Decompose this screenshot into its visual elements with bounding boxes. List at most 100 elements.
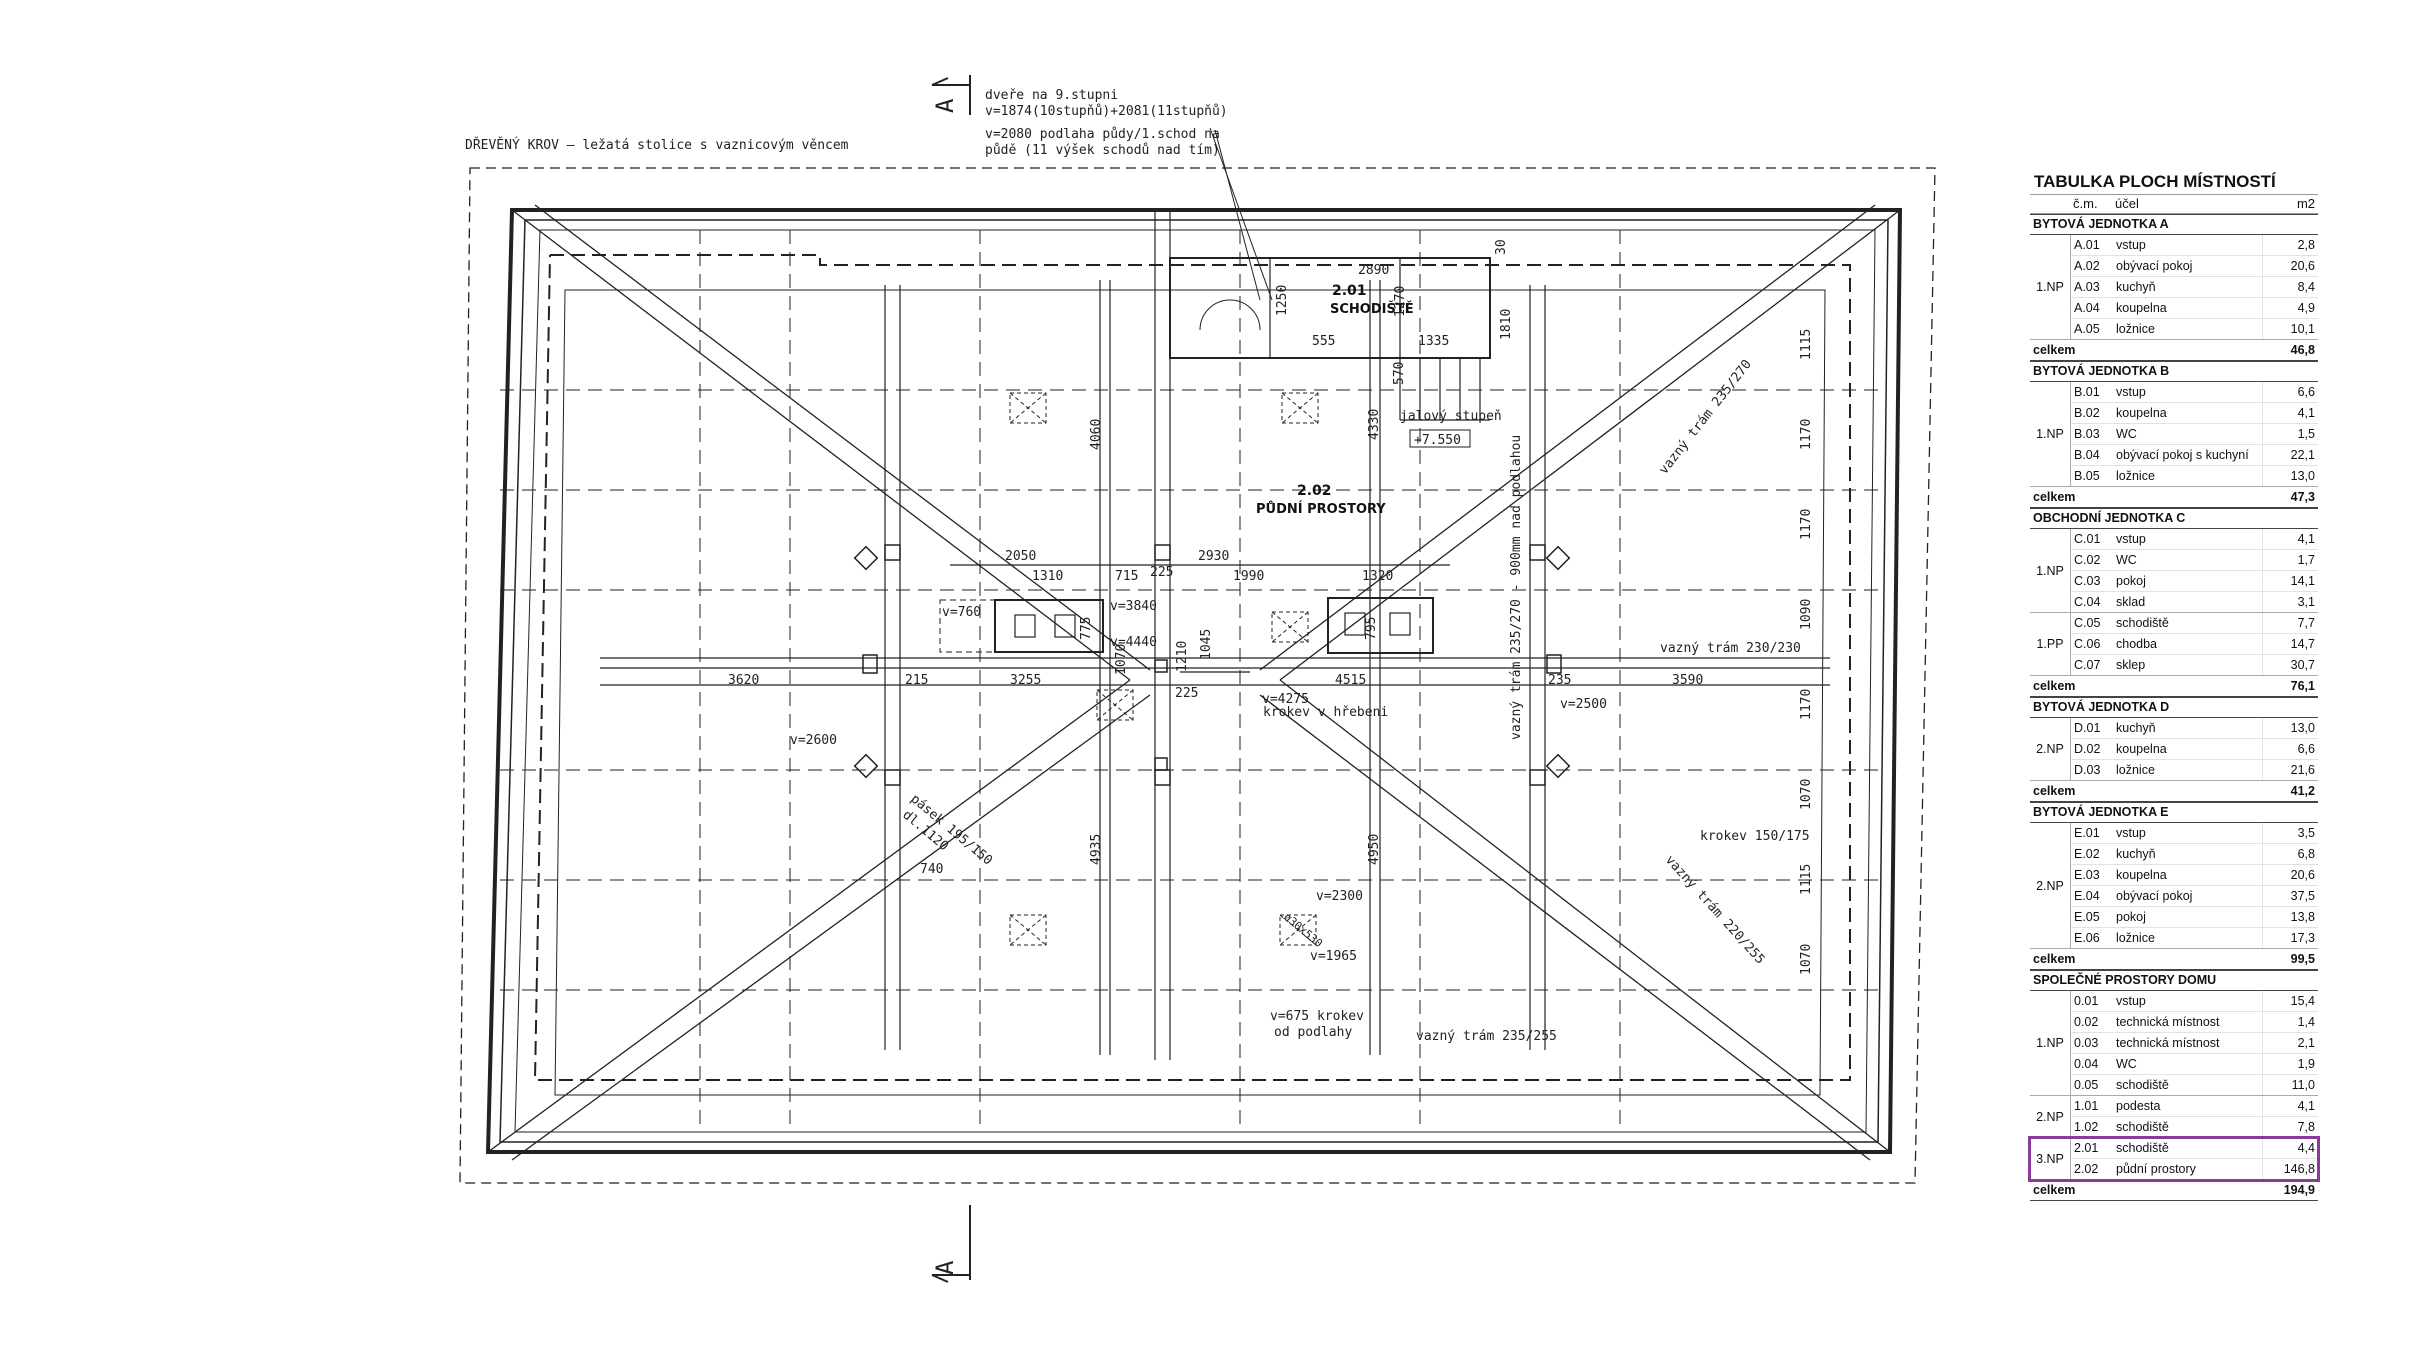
stair-note-2: v=1874(10stupňů)+2081(11stupňů) [985,104,1228,119]
svg-text:1070: 1070 [1799,944,1814,975]
room-area-cell: 14,7 [2262,634,2318,654]
header-purpose: účel [2115,196,2139,211]
room-purpose-cell: obývací pokoj [2116,259,2193,273]
room-purpose-cell: WC [2116,553,2137,567]
section-marker-bottom: A [931,1260,959,1275]
svg-text:1170: 1170 [1799,419,1814,450]
section-marker-top: A [931,98,959,113]
svg-text:1210: 1210 [1175,641,1190,672]
total-value: 47,3 [2290,490,2315,504]
room-number-cell: B.01 [2074,385,2100,399]
total-value: 99,5 [2290,952,2315,966]
dim-stair-2890: 2890 [1358,263,1389,278]
table-section-title: BYTOVÁ JEDNOTKA B [2030,361,2318,382]
section-line-bottom [931,1205,971,1283]
room-area-table: TABULKA PLOCH MÍSTNOSTÍ č.m. účel m2 BYT… [2028,170,2320,1201]
svg-text:vazný trám 230/230: vazný trám 230/230 [1660,641,1801,656]
room-number-attic: 2.02 [1297,483,1332,499]
chimney-right [1327,597,1434,654]
table-section-title: BYTOVÁ JEDNOTKA A [2030,214,2318,235]
svg-text:1170: 1170 [1799,509,1814,540]
room-number-cell: E.02 [2074,847,2100,861]
room-area-cell: 17,3 [2262,928,2318,948]
room-area-cell: 4,1 [2262,403,2318,423]
room-purpose-cell: koupelna [2116,301,2167,315]
floor-label: 3.NP [2030,1138,2071,1179]
post-markers [853,544,1571,786]
total-value: 46,8 [2290,343,2315,357]
room-number-cell: A.05 [2074,322,2100,336]
room-number-stair: 2.01 [1332,283,1367,299]
room-number-cell: A.03 [2074,280,2100,294]
room-number-cell: B.04 [2074,448,2100,462]
roof-note: DŘEVĚNÝ KROV – ležatá stolice s vaznicov… [465,137,849,153]
room-purpose-cell: schodiště [2116,1120,2169,1134]
stair-note-1: dveře na 9.stupni [985,88,1118,103]
room-purpose-cell: vstup [2116,385,2146,399]
eaves-outline [459,167,1936,1184]
room-name-attic: PŮDNÍ PROSTORY [1256,501,1386,517]
svg-text:v=4275: v=4275 [1262,692,1309,707]
svg-text:v=3840: v=3840 [1110,599,1157,614]
room-purpose-cell: obývací pokoj [2116,889,2193,903]
room-purpose-cell: technická místnost [2116,1036,2220,1050]
table-section-title: BYTOVÁ JEDNOTKA D [2030,697,2318,718]
room-number-cell: 0.02 [2074,1015,2099,1029]
room-purpose-cell: koupelna [2116,742,2167,756]
room-purpose-cell: kuchyň [2116,721,2156,735]
room-purpose-cell: ložnice [2116,469,2155,483]
svg-text:2930: 2930 [1198,549,1229,564]
room-number-cell: E.04 [2074,889,2100,903]
table-section-title: OBCHODNÍ JEDNOTKA C [2030,508,2318,529]
svg-text:v=760: v=760 [942,605,981,620]
room-number-cell: 1.02 [2074,1120,2099,1134]
room-area-cell: 7,8 [2262,1117,2318,1137]
total-value: 76,1 [2290,679,2315,693]
svg-text:1170: 1170 [1799,689,1814,720]
dim-stair-30: 30 [1494,239,1509,255]
svg-text:1045: 1045 [1199,629,1214,660]
room-purpose-cell: kuchyň [2116,280,2156,294]
room-purpose-cell: schodiště [2116,1141,2169,1155]
svg-text:krokev v hřebeni: krokev v hřebeni [1263,705,1388,720]
room-number-cell: C.03 [2074,574,2101,588]
room-area-cell: 13,0 [2262,466,2318,486]
svg-text:1310: 1310 [1032,569,1063,584]
svg-text:2050: 2050 [1005,549,1036,564]
svg-text:1090: 1090 [1799,599,1814,630]
svg-text:715: 715 [1115,569,1138,584]
svg-text:1320: 1320 [1362,569,1393,584]
svg-text:vazný trám 235/270: vazný trám 235/270 [1656,357,1755,477]
svg-text:3590: 3590 [1672,673,1703,688]
svg-text:4515: 4515 [1335,673,1366,688]
svg-text:775: 775 [1079,617,1094,640]
floor-label: 1.NP [2030,235,2071,339]
roof-plan-drawing: DŘEVĚNÝ KROV – ležatá stolice s vaznicov… [459,75,1936,1283]
room-number-cell: B.02 [2074,406,2100,420]
room-number-cell: B.05 [2074,469,2100,483]
room-area-cell: 15,4 [2262,991,2318,1011]
header-area: m2 [2296,196,2315,211]
room-area-cell: 8,4 [2262,277,2318,297]
svg-text:4060: 4060 [1089,419,1104,450]
svg-text:v=2600: v=2600 [790,733,837,748]
floor-label: 2.NP [2030,718,2071,780]
beam-labels: vazný trám 235/270 vazný trám 230/230 va… [899,357,1809,1044]
svg-text:225: 225 [1175,686,1198,701]
room-purpose-cell: sklad [2116,595,2146,609]
